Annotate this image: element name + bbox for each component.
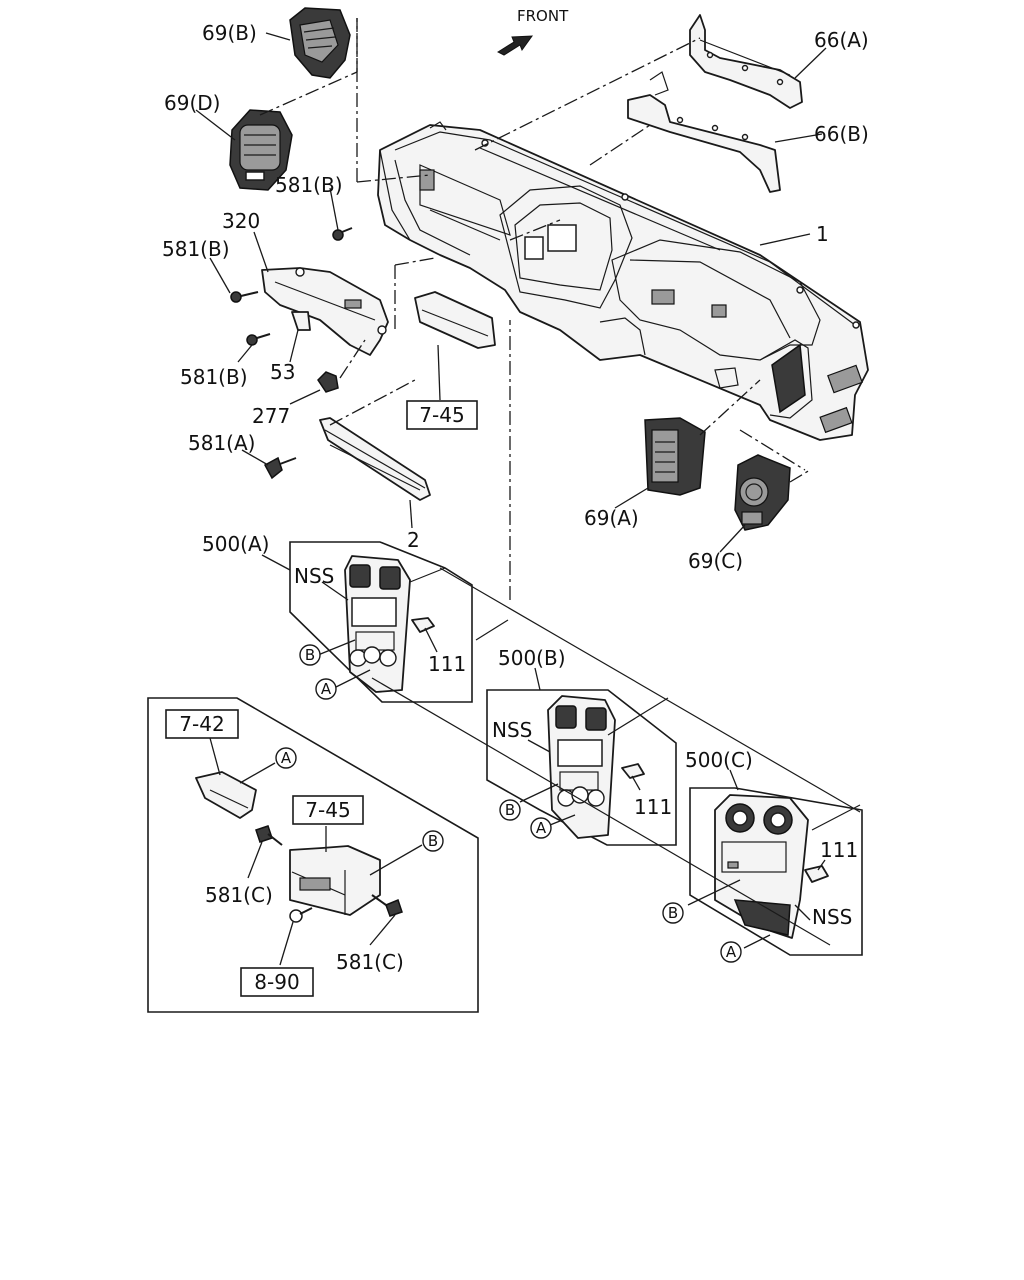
label-581b-mid: 581(B) — [162, 237, 230, 261]
label-53: 53 — [270, 360, 295, 384]
callout-a-500a: A — [315, 678, 337, 700]
ref-7-42[interactable]: 7-42 — [165, 709, 239, 739]
screw-581b-mid-icon — [230, 291, 259, 303]
label-69d: 69(D) — [164, 91, 220, 115]
front-arrow-icon — [496, 35, 534, 56]
label-111-a: 111 — [428, 652, 466, 676]
panel-500b-group — [486, 667, 677, 846]
vent-69c — [734, 454, 791, 531]
label-69a: 69(A) — [584, 506, 639, 530]
inset-box — [147, 697, 479, 1013]
label-69c: 69(C) — [688, 549, 743, 573]
label-1: 1 — [816, 222, 829, 246]
svg-text:A: A — [321, 680, 332, 698]
ref-8-90[interactable]: 8-90 — [240, 967, 314, 997]
screw-8-90-icon — [289, 907, 313, 923]
label-581b-low: 581(B) — [180, 365, 248, 389]
label-69b: 69(B) — [202, 21, 257, 45]
label-nss-b: NSS — [492, 718, 532, 742]
screw-581a-icon — [263, 456, 297, 480]
ref-8-90-text: 8-90 — [254, 970, 299, 994]
label-111-b: 111 — [634, 795, 672, 819]
label-277: 277 — [252, 404, 290, 428]
callout-b-500b: B — [499, 799, 521, 821]
ref-7-45-top-text: 7-45 — [419, 403, 464, 427]
svg-text:A: A — [726, 943, 737, 961]
svg-text:B: B — [305, 646, 315, 664]
label-581c-left: 581(C) — [205, 883, 273, 907]
vent-69d — [229, 109, 293, 191]
bracket-53 — [291, 311, 311, 331]
callout-a-500c: A — [720, 941, 742, 963]
screw-581b-low-icon — [246, 333, 271, 346]
vent-69a — [644, 417, 706, 496]
tray-7-45-top — [414, 291, 496, 349]
callout-b-500a: B — [299, 644, 321, 666]
leader-lines — [195, 18, 827, 600]
bracket-320 — [261, 267, 389, 356]
label-66b: 66(B) — [814, 122, 869, 146]
panel-link-lines — [371, 567, 861, 946]
screw-581c-left-icon — [255, 825, 283, 846]
bracket-66a — [689, 14, 803, 109]
label-320: 320 — [222, 209, 260, 233]
svg-text:A: A — [536, 819, 547, 837]
label-66a: 66(A) — [814, 28, 869, 52]
screw-581c-right-icon — [371, 894, 403, 917]
ref-7-45-top[interactable]: 7-45 — [406, 400, 478, 430]
svg-text:A: A — [281, 749, 292, 767]
screw-581b-top-icon — [332, 227, 353, 241]
label-111-c: 111 — [820, 838, 858, 862]
callout-b-500c: B — [662, 902, 684, 924]
svg-text:B: B — [668, 904, 678, 922]
panel-500c-group — [687, 769, 863, 956]
label-581b-top: 581(B) — [275, 173, 343, 197]
label-581a: 581(A) — [188, 431, 255, 455]
callout-a-inset: A — [275, 747, 297, 769]
svg-text:B: B — [505, 801, 515, 819]
label-2: 2 — [407, 528, 420, 552]
instrument-panel — [377, 121, 869, 441]
bracket-2 — [319, 417, 431, 501]
callout-b-inset: B — [422, 830, 444, 852]
clip-277-icon — [317, 371, 339, 393]
front-label: FRONT — [517, 7, 569, 25]
label-500a: 500(A) — [202, 532, 269, 556]
label-500b: 500(B) — [498, 646, 566, 670]
label-nss-a: NSS — [294, 564, 334, 588]
callout-a-500b: A — [530, 817, 552, 839]
ref-7-42-text: 7-42 — [179, 712, 224, 736]
label-nss-c: NSS — [812, 905, 852, 929]
ref-7-45-inset[interactable]: 7-45 — [292, 795, 364, 825]
bracket-66b — [627, 71, 781, 193]
label-581c-right: 581(C) — [336, 950, 404, 974]
panel-500a-group — [261, 541, 473, 703]
svg-text:B: B — [428, 832, 438, 850]
ref-7-45-inset-text: 7-45 — [305, 798, 350, 822]
vent-69b — [289, 7, 351, 79]
label-500c: 500(C) — [685, 748, 753, 772]
